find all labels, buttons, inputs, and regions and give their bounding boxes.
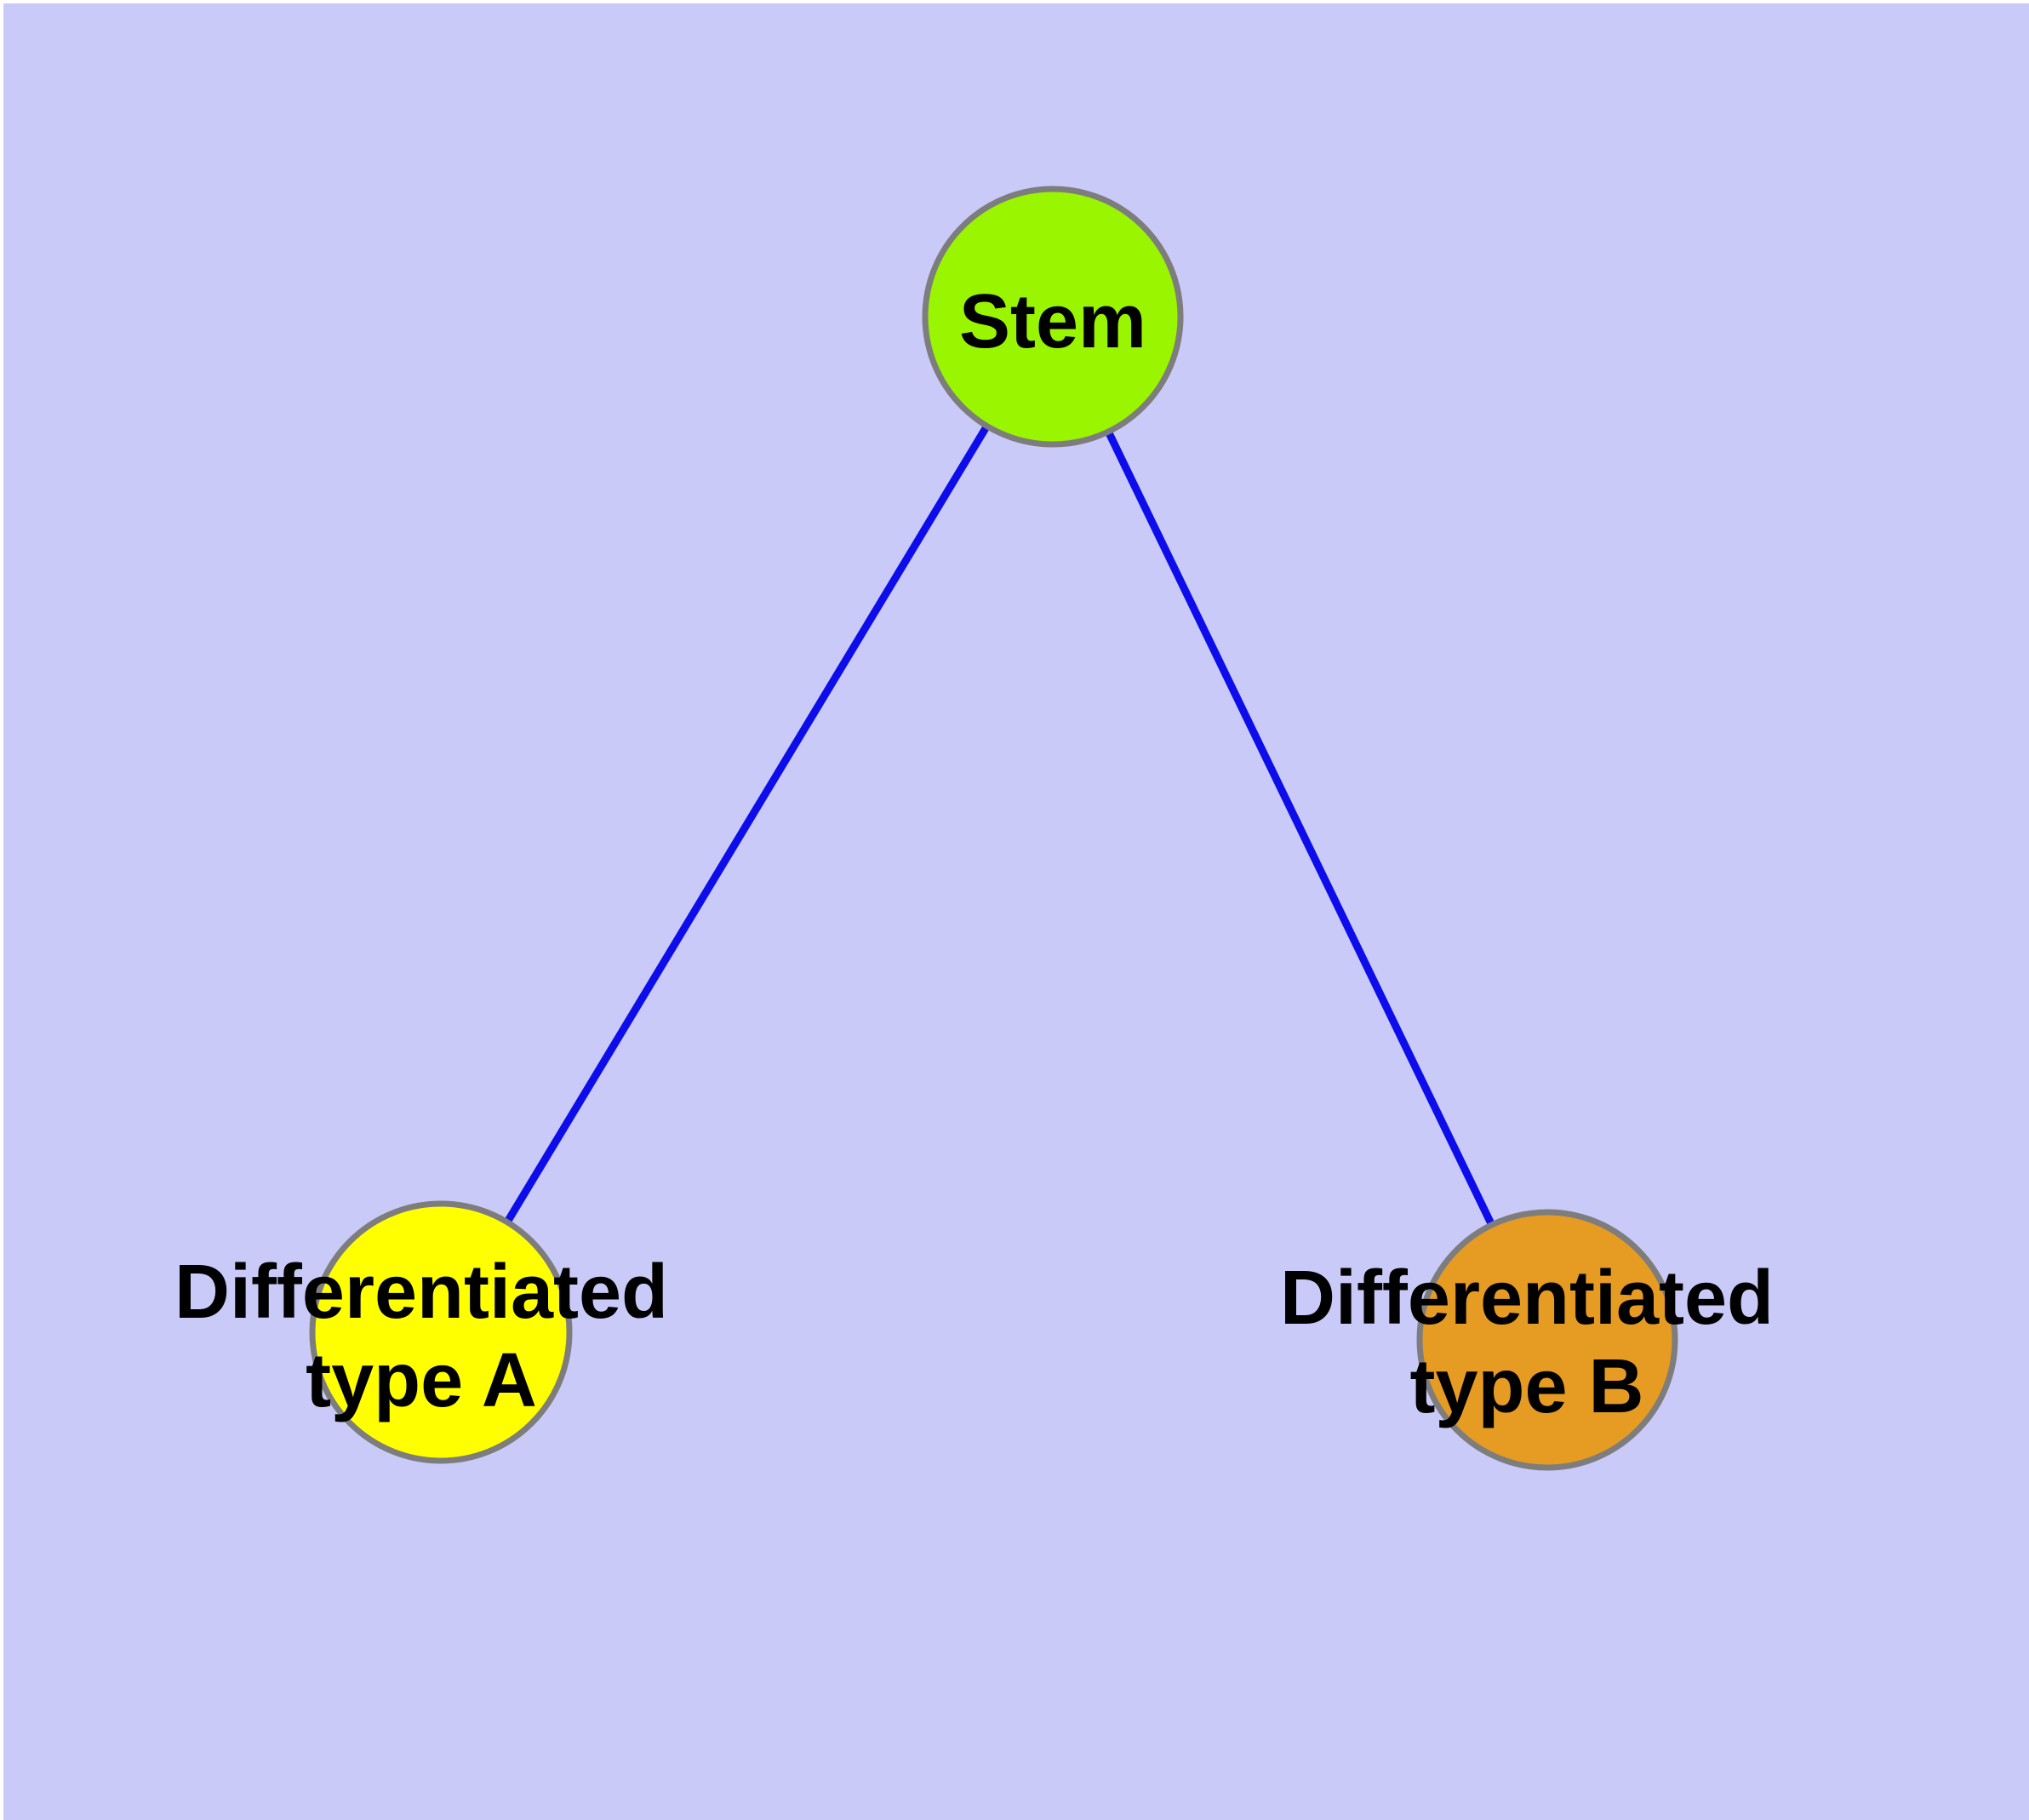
edge-stem-to-type-a [437,314,1056,1335]
edges [437,314,1552,1342]
node-stem-label: Stem [959,279,1146,364]
edge-stem-to-type-b [1049,315,1552,1342]
node-differentiated-type-a: Differentiated type A [174,1200,668,1464]
node-differentiated-type-b-label-line2: type B [1409,1344,1643,1429]
node-differentiated-type-a-label-line1: Differentiated [174,1250,668,1335]
node-differentiated-type-a-circle [309,1200,573,1464]
node-stem-circle [922,186,1184,448]
node-differentiated-type-b-circle [1416,1209,1678,1471]
node-stem: Stem [922,186,1184,448]
node-differentiated-type-b: Differentiated type B [1280,1209,1774,1471]
node-differentiated-type-a-label-line2: type A [306,1338,537,1423]
node-differentiated-type-b-label-line1: Differentiated [1280,1256,1774,1341]
